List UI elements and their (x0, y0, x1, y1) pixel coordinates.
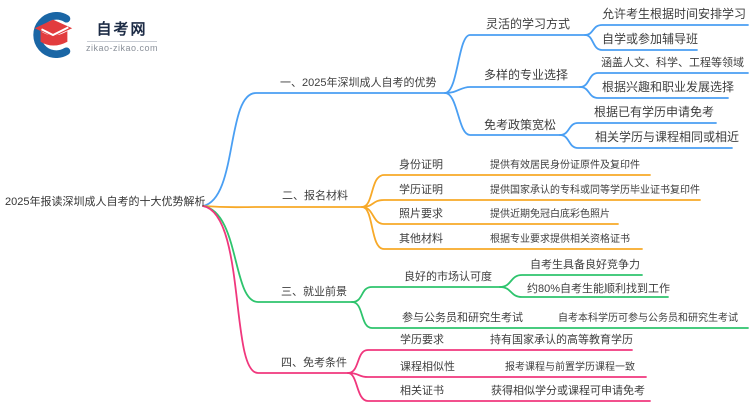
branch-3-leaf-1-2[interactable]: 约80%自考生能顺利找到工作 (527, 283, 671, 295)
branch-4-subtopic-1[interactable]: 学历要求 (400, 334, 444, 346)
branch-2-leaf-2[interactable]: 提供国家承认的专科或同等学历毕业证书复印件 (490, 185, 700, 196)
branch-2-leaf-3[interactable]: 提供近期免冠白底彩色照片 (490, 209, 610, 220)
branch-2-topic[interactable]: 二、报名材料 (282, 190, 348, 202)
branch-1-leaf-1-2[interactable]: 自学或参加辅导班 (602, 32, 699, 46)
branch-3-subtopic-1[interactable]: 良好的市场认可度 (404, 271, 492, 283)
branch-2-subtopic-1[interactable]: 身份证明 (399, 159, 443, 171)
branch-1-leaf-3-1[interactable]: 根据已有学历申请免考 (594, 105, 715, 119)
branch-4-leaf-2[interactable]: 报考课程与前置学历课程一致 (505, 362, 635, 373)
branch-3-leaf-1-1[interactable]: 自考生具备良好竞争力 (530, 259, 640, 271)
branch-2-lines (202, 174, 701, 250)
branch-4-leaf-1[interactable]: 持有国家承认的高等教育学历 (490, 334, 633, 346)
logo-title: 自考网 (96, 20, 148, 38)
connector-line (351, 286, 501, 303)
connector-line (361, 206, 643, 250)
connector-line (444, 92, 561, 136)
branch-1-subtopic-2[interactable]: 多样的专业选择 (484, 68, 569, 82)
branch-2-subtopic-3[interactable]: 照片要求 (399, 208, 443, 220)
branch-2-leaf-4[interactable]: 根据专业要求提供相关资格证书 (490, 234, 630, 245)
branch-3-lines (202, 205, 749, 329)
root-topic[interactable]: 2025年报读深圳成人自考的十大优势解析 (5, 196, 206, 208)
branch-1-leaf-3-2[interactable]: 相关学历与课程相同或相近 (595, 130, 740, 144)
branch-3-topic[interactable]: 三、就业前景 (281, 286, 347, 298)
branch-1-lines (202, 24, 749, 207)
connector-line (361, 199, 701, 208)
connector-line (347, 372, 647, 378)
connector-line (559, 134, 733, 149)
connector-line (202, 205, 349, 374)
site-logo[interactable]: 自考网 zikao-zikao.com (28, 12, 158, 58)
branch-4-topic[interactable]: 四、免考条件 (281, 357, 347, 369)
branch-1-leaf-2-2[interactable]: 根据兴趣和职业发展选择 (602, 80, 735, 94)
graduation-cap-logo-icon (33, 12, 73, 58)
connector-line (202, 92, 446, 207)
branch-4-subtopic-2[interactable]: 课程相似性 (400, 361, 455, 373)
connector-line (444, 34, 586, 94)
connector-line (584, 34, 698, 51)
connector-line (351, 301, 749, 329)
branch-1-subtopic-3[interactable]: 免考政策宽松 (484, 118, 557, 132)
connector-line (347, 349, 633, 374)
logo-url: zikao-zikao.com (86, 42, 159, 53)
connector-line (444, 86, 581, 94)
branch-1-leaf-2-1[interactable]: 涵盖人文、科学、工程等领域 (601, 57, 744, 69)
connector-line (202, 205, 363, 209)
branch-4-leaf-3[interactable]: 获得相似学分或课程可申请免考 (491, 385, 645, 397)
branch-3-leaf-2-1[interactable]: 自考本科学历可参与公务员和研究生考试 (558, 313, 738, 324)
branch-2-leaf-1[interactable]: 提供有效居民身份证原件及复印件 (490, 160, 640, 171)
branch-1-topic[interactable]: 一、2025年深圳成人自考的优势 (280, 77, 437, 89)
logo-divider (87, 40, 158, 42)
branch-4-subtopic-3[interactable]: 相关证书 (400, 385, 444, 397)
branch-2-subtopic-4[interactable]: 其他材料 (399, 233, 443, 245)
branch-4-lines (202, 205, 651, 402)
branch-3-subtopic-2[interactable]: 参与公务员和研究生考试 (402, 312, 523, 324)
branch-1-leaf-1-1[interactable]: 允许考生根据时间安排学习 (602, 7, 747, 21)
connector-line (499, 286, 669, 298)
connector-line (347, 372, 651, 402)
connector-line (579, 86, 729, 99)
branch-1-subtopic-1[interactable]: 灵活的学习方式 (486, 17, 571, 31)
branch-2-subtopic-2[interactable]: 学历证明 (399, 184, 443, 196)
